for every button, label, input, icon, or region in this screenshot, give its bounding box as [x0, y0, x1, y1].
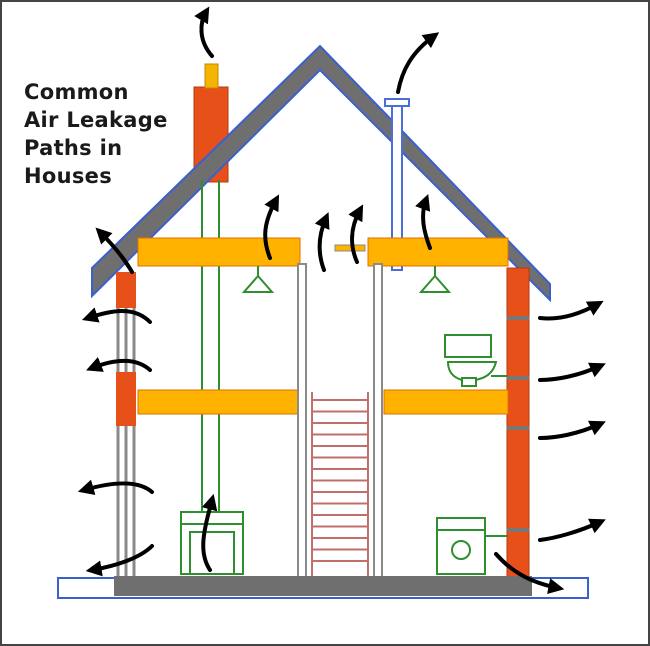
airflow-arrow-icon [81, 307, 152, 324]
airflow-arrow-icon [194, 6, 214, 58]
furnace-icon [180, 511, 244, 575]
airflow-arrows [77, 6, 606, 594]
attic-floor [137, 237, 509, 267]
foundation [57, 576, 589, 599]
airflow-arrow-icon [77, 479, 154, 496]
title-line-2: Air Leakage [24, 108, 168, 132]
airflow-arrow-icon [314, 212, 330, 272]
title-line-1: Common [24, 80, 129, 104]
second-floor [137, 389, 509, 415]
airflow-arrow-icon [415, 194, 432, 250]
airflow-arrow-icon [86, 357, 152, 372]
title-line-4: Houses [24, 164, 112, 188]
airflow-arrow-icon [201, 493, 218, 572]
airflow-arrow-icon [538, 518, 606, 542]
plumbing-vent-pipe [384, 98, 410, 271]
left-wall [116, 272, 136, 580]
light-fixture-icon [418, 266, 452, 293]
airflow-arrow-icon [494, 552, 565, 594]
interior-flue [201, 180, 220, 512]
airflow-arrow-icon [538, 420, 606, 440]
diagram-title: Common Air Leakage Paths in Houses [24, 80, 175, 188]
airflow-arrow-icon [95, 227, 134, 274]
chimney-flue-cap [204, 63, 219, 89]
airflow-arrow-icon [538, 362, 606, 382]
airflow-arrow-icon [396, 32, 440, 94]
washing-machine-icon [436, 517, 507, 575]
stair-treads [311, 392, 369, 576]
toilet-icon [444, 334, 507, 387]
roof [91, 44, 551, 303]
light-fixture-icon [241, 266, 275, 293]
airflow-arrow-icon [538, 300, 604, 321]
airflow-arrow-icon [85, 544, 154, 577]
airflow-arrow-icon [263, 194, 280, 260]
title-line-3: Paths in [24, 136, 122, 160]
airflow-arrow-icon [348, 204, 364, 264]
right-brick-wall [506, 267, 530, 581]
